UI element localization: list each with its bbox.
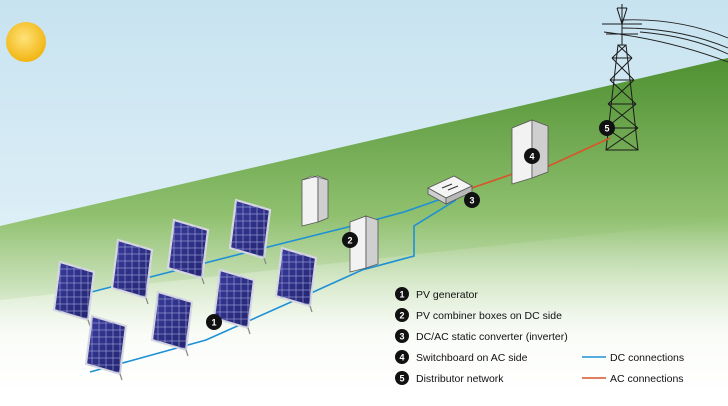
- legend-label: DC/AC static converter (inverter): [416, 331, 568, 343]
- legend-item: 1 PV generator: [395, 287, 478, 301]
- sun-icon: [6, 22, 46, 62]
- svg-text:1: 1: [399, 290, 404, 300]
- legend: 1 PV generator 2 PV combiner boxes on DC…: [395, 287, 684, 385]
- transmission-tower-icon: [602, 4, 642, 151]
- svg-text:1: 1: [211, 318, 216, 328]
- svg-text:2: 2: [347, 236, 352, 246]
- combiner-box-icon: [349, 215, 379, 273]
- legend-item: 2 PV combiner boxes on DC side: [395, 308, 562, 322]
- legend-label: PV combiner boxes on DC side: [416, 310, 562, 322]
- legend-item: 5 Distributor network: [395, 371, 504, 385]
- legend-ac-connections: AC connections: [582, 373, 684, 385]
- inverter-icon: [427, 175, 473, 205]
- combiner-box-icon: [301, 175, 329, 227]
- legend-dc-label: DC connections: [610, 352, 684, 364]
- svg-text:3: 3: [469, 196, 474, 206]
- badge-distributor: 5: [599, 120, 615, 136]
- svg-text:5: 5: [604, 124, 609, 134]
- legend-label: PV generator: [416, 289, 478, 301]
- badge-pv-generator: 1: [206, 314, 222, 330]
- badge-combiner-box: 2: [342, 232, 358, 248]
- legend-ac-label: AC connections: [610, 373, 684, 385]
- switchboard-icon: [511, 119, 549, 185]
- legend-dc-connections: DC connections: [582, 352, 684, 364]
- legend-label: Distributor network: [416, 373, 504, 385]
- badge-inverter: 3: [464, 192, 480, 208]
- legend-item: 3 DC/AC static converter (inverter): [395, 329, 568, 343]
- svg-text:3: 3: [399, 332, 404, 342]
- svg-text:4: 4: [399, 353, 404, 363]
- svg-text:4: 4: [529, 152, 534, 162]
- legend-label: Switchboard on AC side: [416, 352, 528, 364]
- svg-text:5: 5: [399, 374, 404, 384]
- svg-text:2: 2: [399, 311, 404, 321]
- legend-item: 4 Switchboard on AC side: [395, 350, 528, 364]
- badge-switchboard: 4: [524, 148, 540, 164]
